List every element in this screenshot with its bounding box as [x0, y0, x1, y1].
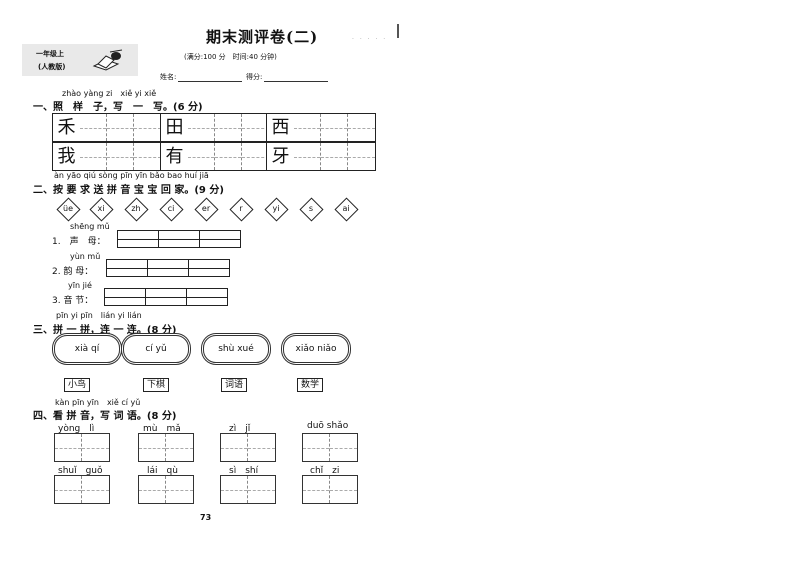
edition-label: (人教版)	[38, 63, 66, 71]
pinyin-cloud[interactable]: xià qí	[54, 335, 120, 363]
pinyin-card[interactable]: xi	[89, 197, 114, 222]
initials-answer-box[interactable]	[117, 230, 241, 248]
item1-pinyin: shēng mǔ	[70, 222, 110, 231]
page-title: 期末测评卷(二)	[206, 28, 319, 46]
section3-pinyin: pīn yi pīn lián yi lián	[56, 311, 142, 320]
page-subtitle: (满分:100 分 时间:40 分钟)	[184, 53, 277, 61]
section3-heading: 三、拼 一 拼，连 一 连。(8 分)	[33, 325, 177, 336]
grade-badge	[22, 44, 138, 76]
write-grid-4[interactable]: 我	[52, 142, 162, 171]
decorative-dots: · · · · ·	[352, 36, 388, 43]
name-field[interactable]: 姓名:	[160, 72, 243, 82]
answer-grid[interactable]	[138, 433, 194, 462]
section1-heading: 一、照 样 子，写 一 写。(6 分)	[33, 102, 203, 113]
answer-grid[interactable]	[220, 475, 276, 504]
answer-grid[interactable]	[302, 433, 358, 462]
answer-grid[interactable]	[220, 433, 276, 462]
margin-mark	[397, 24, 399, 38]
item3-label: 3. 音 节：	[52, 296, 94, 306]
pinyin-card[interactable]: üe	[56, 197, 81, 222]
write-grid-2[interactable]: 田	[160, 113, 270, 142]
model-char: 牙	[267, 143, 294, 170]
word-pinyin: chǐ zi	[310, 466, 340, 476]
write-grid-3[interactable]: 西	[266, 113, 376, 142]
answer-grid[interactable]	[302, 475, 358, 504]
pinyin-cloud[interactable]: cí yǔ	[123, 335, 189, 363]
word-pinyin: yòng lì	[58, 424, 95, 434]
word-pinyin: lái qù	[147, 466, 178, 476]
section1-pinyin: zhào yàng zi xiě yi xiě	[62, 89, 157, 98]
word-pinyin: mù mǎ	[143, 424, 181, 434]
model-char: 西	[267, 114, 294, 141]
page-number: 73	[200, 513, 212, 522]
write-grid-5[interactable]: 有	[160, 142, 270, 171]
word-card[interactable]: 词语	[221, 378, 248, 392]
model-char: 我	[53, 143, 80, 170]
pinyin-card[interactable]: ai	[334, 197, 359, 222]
section2-pinyin: àn yāo qiú sòng pīn yīn bǎo bao huí jiā	[54, 171, 209, 180]
word-card[interactable]: 小鸟	[64, 378, 91, 392]
pinyin-card[interactable]: s	[299, 197, 324, 222]
word-card[interactable]: 数学	[297, 378, 324, 392]
pinyin-card[interactable]: yi	[264, 197, 289, 222]
item1-label: 1. 声 母：	[52, 237, 106, 247]
word-pinyin: duō shǎo	[307, 421, 349, 431]
pinyin-card[interactable]: ci	[159, 197, 184, 222]
pinyin-card[interactable]: er	[194, 197, 219, 222]
word-pinyin: shuǐ guǒ	[58, 466, 103, 476]
pinyin-card[interactable]: r	[229, 197, 254, 222]
model-char: 禾	[53, 114, 80, 141]
answer-grid[interactable]	[54, 475, 110, 504]
section4-heading: 四、看 拼 音，写 词 语。(8 分)	[33, 411, 177, 422]
write-grid-6[interactable]: 牙	[266, 142, 376, 171]
finals-answer-box[interactable]	[106, 259, 230, 277]
model-char: 有	[161, 143, 188, 170]
answer-grid[interactable]	[54, 433, 110, 462]
word-card[interactable]: 下棋	[143, 378, 170, 392]
pinyin-card[interactable]: zh	[124, 197, 149, 222]
model-char: 田	[161, 114, 188, 141]
word-pinyin: sì shí	[229, 466, 259, 476]
pinyin-cloud[interactable]: shù xué	[203, 335, 269, 363]
syllables-answer-box[interactable]	[104, 288, 228, 306]
section4-pinyin: kàn pīn yīn xiě cí yǔ	[55, 398, 141, 407]
answer-grid[interactable]	[138, 475, 194, 504]
book-icon	[92, 49, 123, 71]
word-pinyin: zì jǐ	[229, 424, 251, 434]
pinyin-cloud[interactable]: xiǎo niǎo	[283, 335, 349, 363]
score-field[interactable]: 得分:	[246, 72, 329, 82]
grade-label: 一年级上	[36, 50, 64, 58]
section2-heading: 二、按 要 求 送 拼 音 宝 宝 回 家。(9 分)	[33, 185, 224, 196]
item2-pinyin: yùn mǔ	[70, 252, 101, 261]
item3-pinyin: yīn jié	[68, 281, 92, 290]
item2-label: 2. 韵 母：	[52, 267, 94, 277]
write-grid-1[interactable]: 禾	[52, 113, 162, 142]
